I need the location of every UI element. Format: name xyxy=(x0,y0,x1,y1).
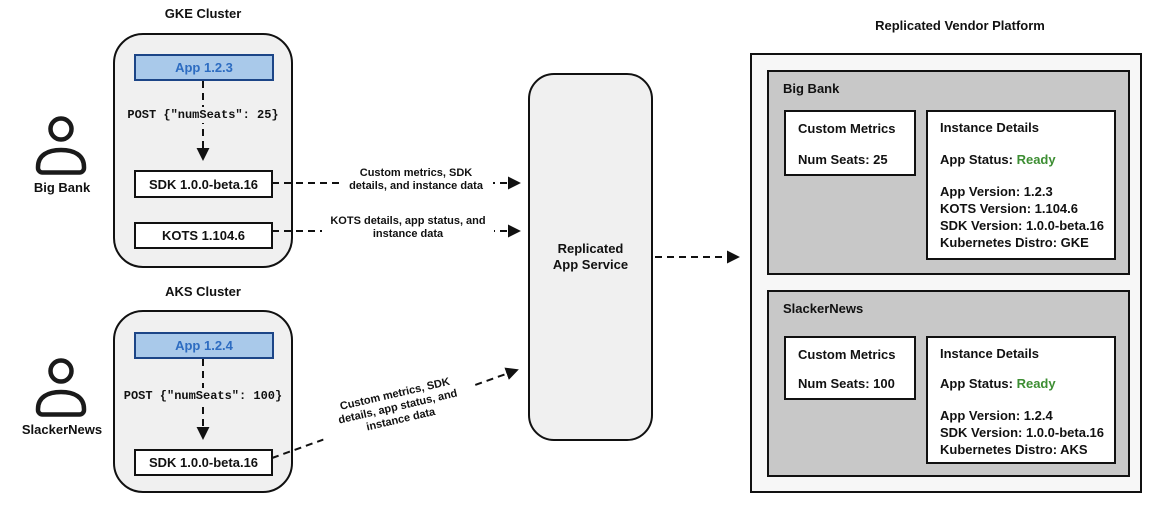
platform-title: Replicated Vendor Platform xyxy=(875,18,1045,33)
platform-panel-slackernews: SlackerNews Custom Metrics Num Seats: 10… xyxy=(767,290,1130,477)
detail-app-version: App Version: 1.2.3 xyxy=(940,184,1053,199)
detail-sdk-version: SDK Version: 1.0.0-beta.16 xyxy=(940,218,1105,233)
app-status-line: App Status: Ready xyxy=(940,376,1056,391)
post-numseats-gke: POST {"numSeats": 25} xyxy=(115,107,291,123)
instance-details-box-bigbank: Instance Details App Status: Ready App V… xyxy=(926,110,1116,260)
gke-cluster-title: GKE Cluster xyxy=(164,6,242,21)
user-icon-slackernews xyxy=(35,358,87,417)
metric-num-seats: Num Seats: 100 xyxy=(798,376,895,391)
sdk-node-gke: SDK 1.0.0-beta.16 xyxy=(134,170,273,198)
label-kots-to-service: KOTS details, app status, and instance d… xyxy=(322,215,494,241)
custom-metrics-title: Custom Metrics xyxy=(798,121,896,136)
instance-details-title: Instance Details xyxy=(940,120,1039,135)
status-ready-value: Ready xyxy=(1016,376,1056,391)
sdk-node-aks: SDK 1.0.0-beta.16 xyxy=(134,449,273,476)
customer-label-slackernews: SlackerNews xyxy=(21,422,103,437)
detail-app-version: App Version: 1.2.4 xyxy=(940,408,1053,423)
instance-details-title: Instance Details xyxy=(940,346,1039,361)
service-label-line2: App Service xyxy=(552,257,629,272)
instance-details-box-slackernews: Instance Details App Status: Ready App V… xyxy=(926,336,1116,464)
metric-num-seats: Num Seats: 25 xyxy=(798,152,888,167)
detail-kubernetes-distro: Kubernetes Distro: GKE xyxy=(940,235,1089,250)
platform-panel-bigbank: Big Bank Custom Metrics Num Seats: 25 In… xyxy=(767,70,1130,275)
kots-node-gke: KOTS 1.104.6 xyxy=(134,222,273,249)
custom-metrics-box-bigbank: Custom Metrics Num Seats: 25 xyxy=(784,110,916,176)
custom-metrics-title: Custom Metrics xyxy=(798,347,896,362)
detail-kubernetes-distro: Kubernetes Distro: AKS xyxy=(940,442,1088,457)
app-node-aks: App 1.2.4 xyxy=(134,332,274,359)
detail-sdk-version: SDK Version: 1.0.0-beta.16 xyxy=(940,425,1105,440)
replicated-app-service-node: Replicated App Service xyxy=(528,73,653,441)
detail-kots-version: KOTS Version: 1.104.6 xyxy=(940,201,1079,216)
status-ready-value: Ready xyxy=(1016,152,1056,167)
gke-cluster: App 1.2.3 POST {"numSeats": 25} SDK 1.0.… xyxy=(113,33,293,268)
service-label-line1: Replicated xyxy=(557,241,624,256)
aks-cluster-title: AKS Cluster xyxy=(165,284,241,299)
app-status-line: App Status: Ready xyxy=(940,152,1056,167)
user-icon-bigbank xyxy=(35,116,87,175)
label-sdk-to-service: Custom metrics, SDK details, and instanc… xyxy=(339,167,493,193)
panel-name-slackernews: SlackerNews xyxy=(783,301,864,316)
custom-metrics-box-slackernews: Custom Metrics Num Seats: 100 xyxy=(784,336,916,400)
label-aks-sdk-to-service: Custom metrics, SDK details, app status,… xyxy=(315,370,481,445)
panel-name-bigbank: Big Bank xyxy=(783,81,840,96)
customer-label-bigbank: Big Bank xyxy=(33,180,91,195)
app-node-gke: App 1.2.3 xyxy=(134,54,274,81)
vendor-platform-box: Big Bank Custom Metrics Num Seats: 25 In… xyxy=(750,53,1142,493)
aks-cluster: App 1.2.4 POST {"numSeats": 100} SDK 1.0… xyxy=(113,310,293,493)
post-numseats-aks: POST {"numSeats": 100} xyxy=(115,388,291,404)
